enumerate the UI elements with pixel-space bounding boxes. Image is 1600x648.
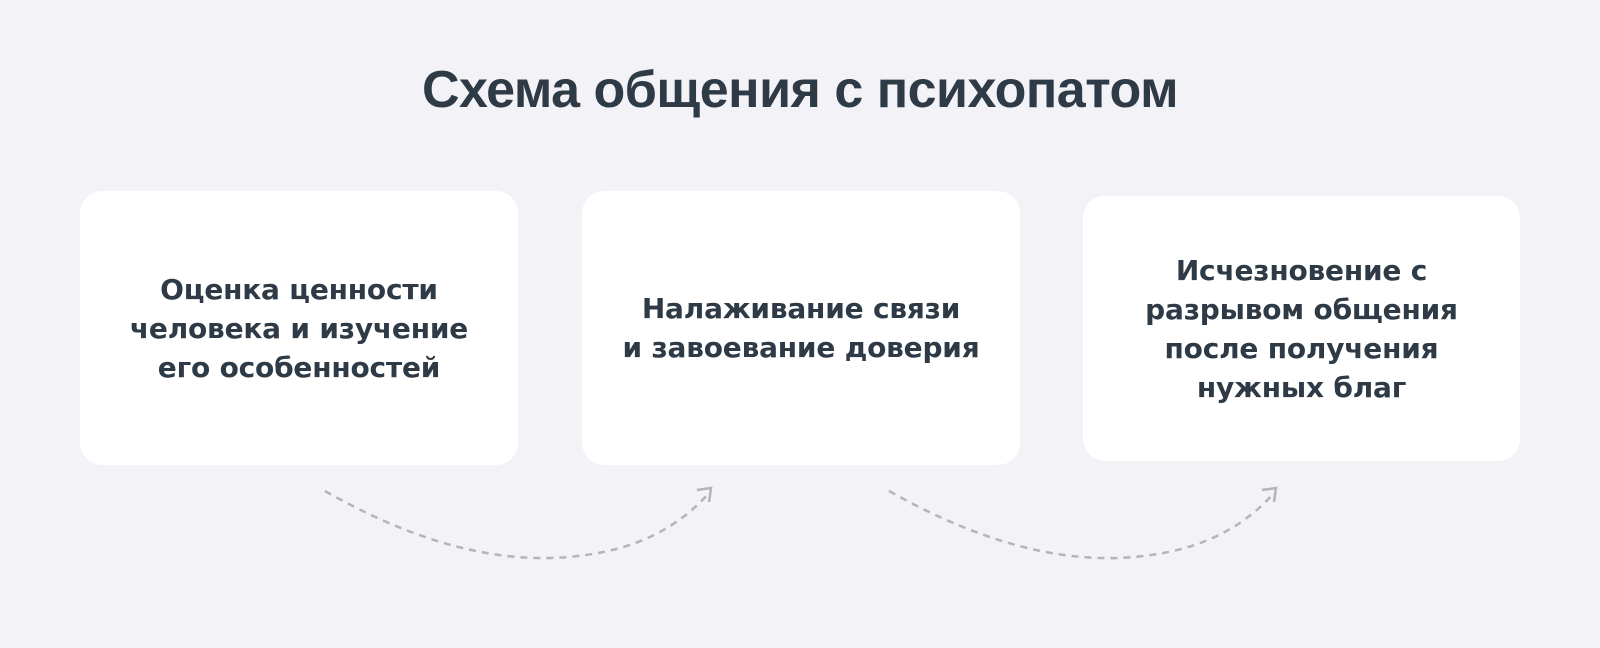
diagram-title: Схема общения с психопатом <box>421 61 1179 119</box>
step-card-2: Налаживание связи и завоевание доверия <box>582 191 1020 465</box>
step-card-1: Оценка ценности человека и изучение его … <box>80 191 518 465</box>
step-label-3: Исчезновение с разрывом общения после по… <box>1145 253 1458 404</box>
arrow-right-curved-icon <box>888 486 1278 560</box>
step-label-1: Оценка ценности человека и изучение его … <box>129 272 469 384</box>
arrow-right-curved-icon <box>324 486 713 560</box>
step-card-3: Исчезновение с разрывом общения после по… <box>1083 196 1520 461</box>
step-label-2: Налаживание связи и завоевание доверия <box>622 292 980 364</box>
